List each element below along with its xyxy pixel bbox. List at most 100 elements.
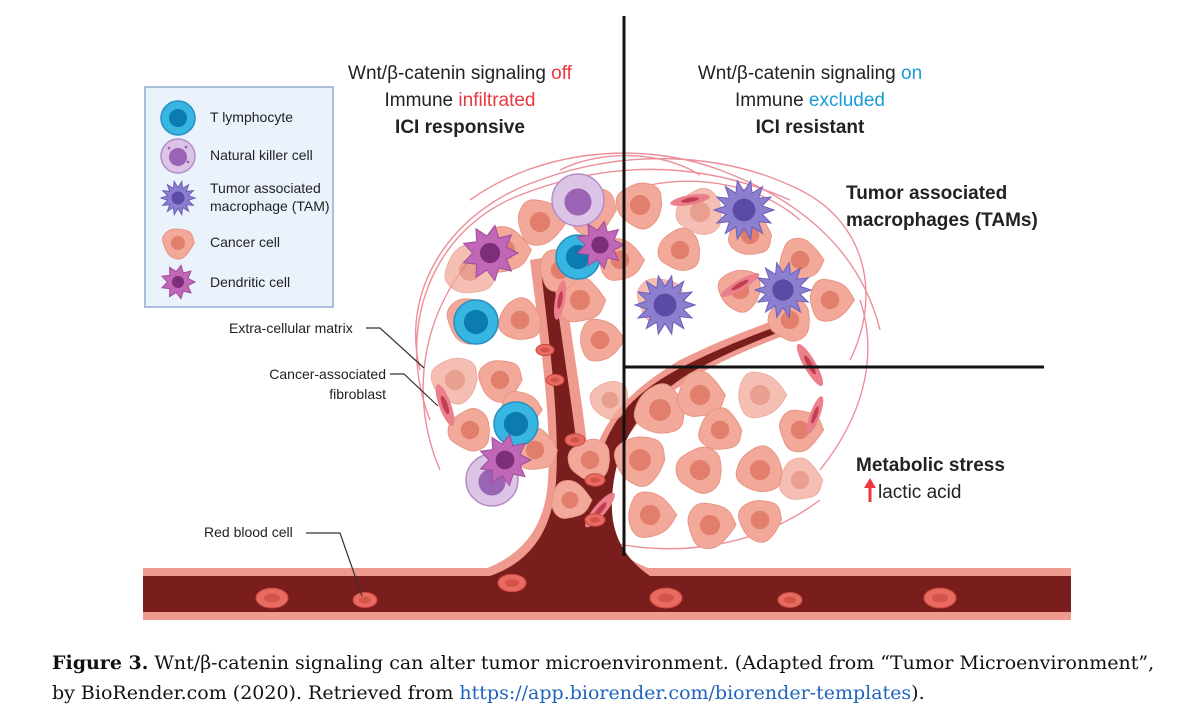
metabolic-stress-title: Metabolic stress — [856, 455, 1005, 476]
wnt-off-line1: Wnt/β-catenin signaling — [348, 63, 552, 84]
legend-tam-line2: macrophage (TAM) — [210, 198, 330, 214]
tumor-associated-macrophage — [633, 274, 697, 336]
red-blood-cell — [649, 587, 683, 609]
dendritic-cell — [462, 224, 520, 282]
red-blood-cell — [564, 433, 586, 447]
excluded-word: excluded — [808, 90, 885, 111]
dendritic-cell-icon — [160, 264, 197, 300]
wnt-on-line1: Wnt/β-catenin signaling — [697, 63, 901, 84]
legend-tam-line1: Tumor associated — [210, 180, 321, 196]
rbc-label: Red blood cell — [204, 524, 293, 540]
cancer-associated-fibroblast — [435, 384, 455, 426]
vessel-lumen — [143, 576, 1071, 612]
cancer-cell — [738, 500, 783, 543]
cancer-cell — [567, 438, 611, 483]
natural-killer-cell — [551, 173, 605, 227]
tams-label-line2: macrophages (TAMs) — [846, 210, 1038, 231]
red-blood-cell — [352, 592, 378, 608]
cancer-cell — [580, 318, 626, 362]
cell-legend: T lymphocyte Natural killer cell Tumor a… — [144, 86, 334, 308]
ici-responsive-label: ICI responsive — [395, 117, 525, 138]
caf-label-line1: Cancer-associated — [269, 366, 386, 382]
caf-leader — [390, 373, 439, 407]
tumor-associated-macrophage — [753, 261, 813, 319]
tams-label: Tumor associated macrophages (TAMs) — [846, 180, 1038, 234]
caption-text: Wnt/β-catenin signaling can alter tumor … — [52, 652, 1155, 704]
annotation-leaders — [306, 327, 439, 597]
cancer-cell — [675, 446, 722, 494]
cancer-associated-fibroblast — [806, 396, 824, 434]
cancer-cell — [615, 182, 663, 230]
cancer-cell — [447, 408, 490, 452]
infiltrated-word: infiltrated — [458, 90, 536, 111]
lactic-acid-label: lactic acid — [878, 482, 962, 503]
cancer-cell — [738, 371, 788, 419]
cancer-cell — [613, 436, 666, 487]
cancer-associated-fibroblast — [553, 280, 567, 320]
caf-label-line2: fibroblast — [329, 386, 386, 402]
legend-natural-killer-cell: Natural killer cell — [210, 147, 313, 163]
cancer-associated-fibroblast — [670, 193, 710, 207]
cancer-cell — [735, 445, 783, 493]
header-wnt-off: Wnt/β-catenin signaling off Immune infil… — [300, 60, 620, 141]
t-lymphocyte-icon — [160, 100, 196, 136]
legend-t-lymphocyte: T lymphocyte — [210, 109, 293, 125]
biorender-link[interactable]: https://app.biorender.com/biorender-temp… — [459, 682, 912, 704]
ecm-leader — [366, 327, 425, 369]
red-blood-cell — [535, 343, 555, 357]
wnt-off-word: off — [551, 63, 572, 84]
header-wnt-on: Wnt/β-catenin signaling on Immune exclud… — [650, 60, 970, 141]
ici-resistant-label: ICI resistant — [755, 117, 865, 138]
tumor-illustration — [143, 16, 1071, 620]
cancer-associated-fibroblast — [796, 344, 824, 386]
immune-excluded-label: Immune — [735, 90, 809, 111]
rbc-leader — [306, 532, 363, 597]
cancer-cell — [551, 480, 593, 519]
cancer-cell — [778, 457, 824, 500]
natural-killer-cell-icon — [160, 138, 196, 174]
cancer-cell — [677, 370, 726, 417]
cancer-cell-icon — [162, 228, 195, 260]
caption-end: ). — [911, 682, 925, 704]
cancer-cell — [698, 407, 743, 450]
caf-label: Cancer-associated fibroblast — [254, 364, 386, 404]
cancer-associated-fibroblast — [720, 273, 760, 297]
metabolic-stress-label: Metabolic stress lactic acid — [856, 452, 1005, 506]
red-blood-cells — [255, 343, 957, 609]
red-blood-cell — [584, 513, 606, 527]
figure-number: Figure 3. — [52, 652, 149, 674]
red-blood-cell — [255, 587, 289, 609]
figure-caption: Figure 3. Wnt/β-catenin signaling can al… — [52, 648, 1162, 708]
t-lymphocyte — [493, 401, 539, 447]
lactic-acid-line: lactic acid — [856, 479, 1005, 506]
cancer-cell — [589, 380, 629, 421]
red-blood-cell — [777, 592, 803, 608]
legend-cancer-cell: Cancer cell — [210, 234, 281, 250]
cancer-cell — [657, 227, 701, 271]
dendritic-cell — [576, 220, 626, 270]
ecm-label: Extra-cellular matrix — [229, 320, 353, 336]
immune-infiltrated-label: Immune — [384, 90, 459, 111]
cancer-cell — [497, 297, 542, 340]
tumor-cells — [430, 173, 856, 550]
lactic-acid-up-arrow-icon — [864, 478, 876, 502]
tams-label-line1: Tumor associated — [846, 183, 1008, 204]
legend-dendritic-cell: Dendritic cell — [210, 274, 291, 290]
cancer-cell — [809, 278, 856, 322]
red-blood-cell — [497, 573, 527, 593]
tumor-associated-macrophage-icon — [159, 179, 197, 217]
cancer-cell — [687, 502, 737, 550]
t-lymphocyte — [453, 299, 499, 345]
quadrant-lines — [622, 16, 1044, 556]
tumor-associated-macrophage — [712, 179, 776, 241]
cancer-cell — [628, 491, 678, 538]
extra-cellular-matrix-fibers — [415, 152, 881, 550]
dendritic-cell — [479, 433, 533, 487]
red-blood-cell — [923, 587, 957, 609]
blood-vessel — [143, 255, 1071, 620]
red-blood-cell — [584, 473, 606, 487]
wnt-on-word: on — [901, 63, 923, 84]
red-blood-cell — [545, 373, 565, 387]
tumor-microenvironment-figure: Wnt/β-catenin signaling off Immune infil… — [143, 16, 1071, 620]
cancer-cell — [779, 237, 825, 281]
